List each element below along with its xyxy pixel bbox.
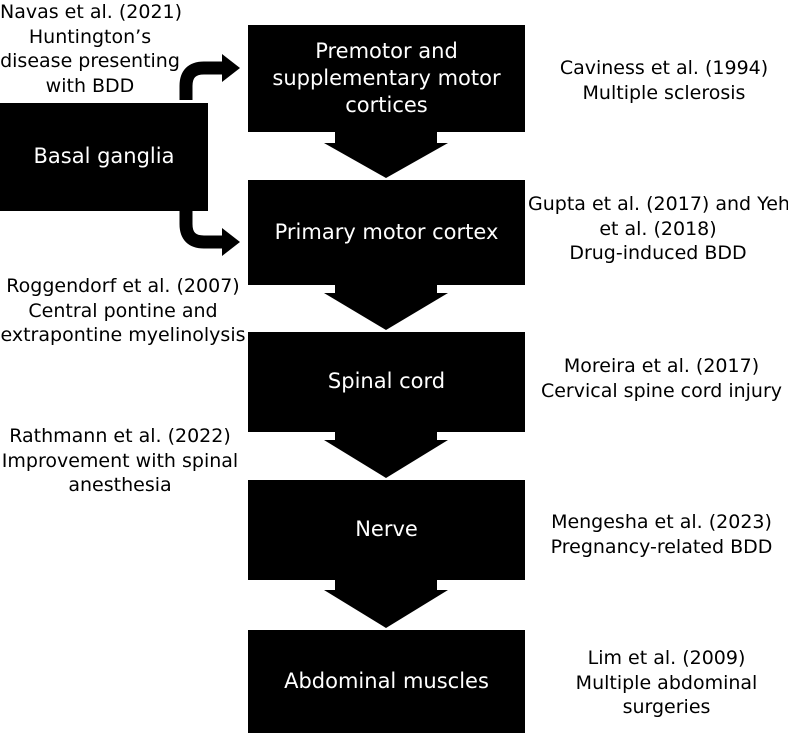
note-roggendorf-line-2: Central pontine and — [28, 299, 218, 322]
note-gupta-line-1: Gupta et al. (2017) and Yeh — [528, 193, 788, 215]
note-moreira: Moreira et al. (2017) Cervical spine cor… — [535, 354, 788, 403]
note-rathmann-line-2: Improvement with spinal — [1, 449, 239, 472]
arrow-to-primary-motor — [222, 228, 240, 256]
arrow-premotor-to-primary — [324, 132, 448, 178]
premotor-line-1: Premotor and — [315, 38, 458, 63]
note-moreira-line-2: Cervical spine cord injury — [540, 379, 783, 402]
abdominal-muscles-box: Abdominal muscles — [248, 630, 525, 733]
note-roggendorf-line-1: Roggendorf et al. (2007) — [6, 275, 240, 297]
spinal-cord-box: Spinal cord — [248, 332, 525, 432]
note-rathmann: Rathmann et al. (2022) Improvement with … — [0, 424, 240, 498]
note-rathmann-line-3: anesthesia — [68, 474, 172, 497]
primary-motor-label: Primary motor cortex — [274, 219, 499, 244]
premotor-line-2: supplementary motor — [272, 65, 501, 90]
note-roggendorf: Roggendorf et al. (2007) Central pontine… — [0, 274, 246, 348]
premotor-box: Premotor and supplementary motor cortice… — [248, 25, 525, 132]
note-gupta-line-3: Drug-induced BDD — [569, 242, 747, 265]
arrow-to-premotor — [222, 54, 240, 82]
spinal-cord-label: Spinal cord — [327, 369, 446, 394]
basal-ganglia-box: Basal ganglia — [0, 103, 208, 211]
primary-motor-box: Primary motor cortex — [248, 180, 525, 285]
note-navas-line-2: Huntington’s — [28, 25, 152, 48]
nerve-box: Nerve — [248, 480, 525, 580]
note-mengesha-line-2: Pregnancy-related BDD — [550, 535, 773, 558]
note-lim: Lim et al. (2009) Multiple abdominal sur… — [545, 646, 788, 720]
nerve-label: Nerve — [355, 517, 418, 542]
note-navas-line-4: with BDD — [45, 75, 135, 98]
abdominal-muscles-label: Abdominal muscles — [284, 668, 489, 693]
note-moreira-line-1: Moreira et al. (2017) — [563, 355, 760, 377]
note-rathmann-line-1: Rathmann et al. (2022) — [9, 425, 231, 447]
note-caviness: Caviness et al. (1994) Multiple sclerosi… — [540, 56, 788, 105]
arrow-spinal-to-nerve — [324, 432, 448, 478]
arrow-primary-to-spinal — [324, 285, 448, 330]
note-roggendorf-line-3: extrapontine myelinolysis — [0, 324, 246, 347]
note-caviness-line-1: Caviness et al. (1994) — [559, 57, 769, 79]
arrow-nerve-to-abdominal — [324, 580, 448, 628]
note-navas-line-1: Navas et al. (2021) — [0, 1, 183, 23]
note-gupta: Gupta et al. (2017) and Yeh et al. (2018… — [528, 192, 788, 266]
basal-ganglia-label: Basal ganglia — [33, 144, 175, 169]
note-lim-line-1: Lim et al. (2009) — [587, 647, 746, 669]
basal-ganglia-bracket — [179, 61, 224, 249]
premotor-line-3: cortices — [345, 93, 428, 118]
note-lim-line-2: Multiple abdominal — [575, 671, 758, 694]
note-mengesha: Mengesha et al. (2023) Pregnancy-related… — [535, 510, 788, 559]
note-navas-line-3: disease presenting — [0, 50, 180, 73]
note-mengesha-line-1: Mengesha et al. (2023) — [551, 511, 772, 533]
note-caviness-line-2: Multiple sclerosis — [582, 81, 746, 104]
note-navas: Navas et al. (2021) Huntington’s disease… — [0, 0, 183, 99]
note-lim-line-3: surgeries — [622, 696, 711, 719]
note-gupta-line-2: et al. (2018) — [599, 217, 717, 240]
